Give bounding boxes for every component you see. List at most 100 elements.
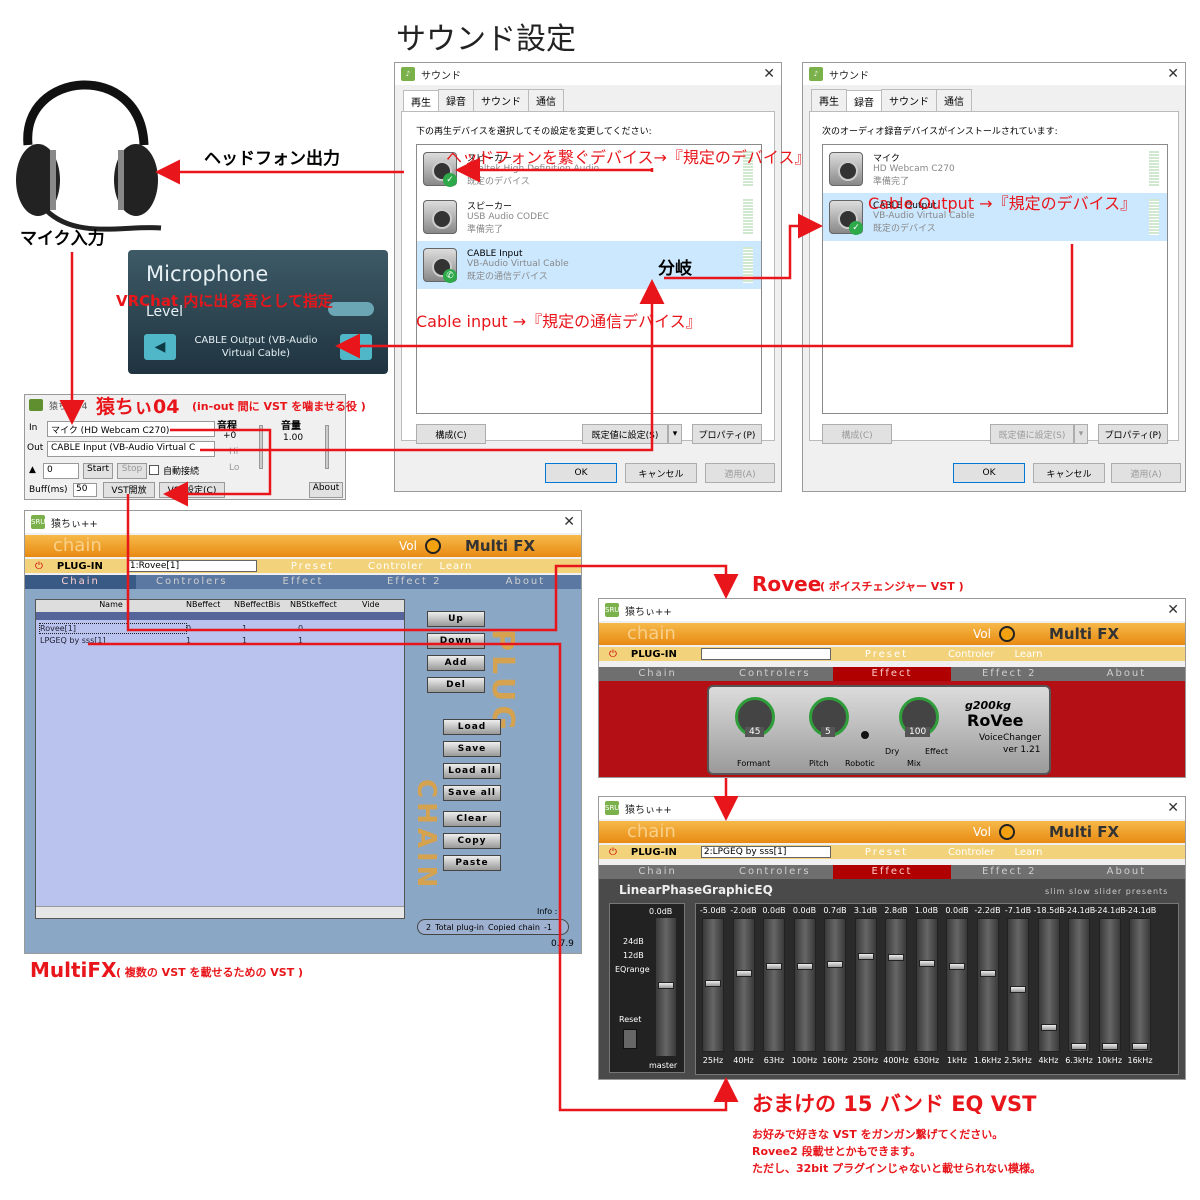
load-button[interactable]: Load [443,719,501,735]
band-knob[interactable] [1071,1043,1087,1050]
clear-button[interactable]: Clear [443,811,501,827]
tab-recording[interactable]: 録音 [438,89,474,111]
cancel-button[interactable]: キャンセル [625,463,697,483]
controler-toggle[interactable]: Controler [948,846,995,858]
vol-knob[interactable] [425,538,441,554]
apply-button[interactable]: 適用(A) [1111,463,1181,483]
hi-radio[interactable]: Hi [229,447,239,457]
tab-communications[interactable]: 通信 [528,89,564,111]
tab-about[interactable]: About [1106,668,1147,679]
table-row[interactable]: LPGEQ by sss[1] 1 1 1 [40,636,304,645]
tab-sounds[interactable]: サウンド [473,89,529,111]
plugin-select[interactable]: 2:LPGEQ by sss[1] [700,846,831,858]
close-icon[interactable]: ✕ [1167,602,1179,618]
load-all-button[interactable]: Load all [443,763,501,779]
plugin-select[interactable] [700,648,831,660]
cancel-button[interactable]: キャンセル [1033,463,1105,483]
set-default-dropdown[interactable]: ▾ [1074,424,1088,444]
table-row[interactable]: Rovee[1] 0 1 0 [39,623,304,634]
tab-chain[interactable]: Chain [638,866,677,877]
lo-radio[interactable]: Lo [229,463,240,473]
band-knob[interactable] [1040,1024,1057,1031]
properties-button[interactable]: プロパティ(P) [692,424,762,444]
learn-toggle[interactable]: Learn [1014,846,1043,858]
tab-about[interactable]: About [505,576,546,587]
band-knob[interactable] [1132,1043,1148,1050]
save-all-button[interactable]: Save all [443,785,501,801]
stop-button[interactable]: Stop [117,463,147,479]
volume-slider[interactable] [325,425,329,469]
tab-recording[interactable]: 録音 [846,90,882,112]
band-knob[interactable] [1010,986,1026,993]
band-slider[interactable] [732,918,755,1052]
tab-effect2[interactable]: Effect 2 [981,668,1037,679]
tab-effect[interactable]: Effect [833,865,951,879]
band-knob[interactable] [979,970,996,977]
close-icon[interactable]: ✕ [563,514,575,530]
configure-button[interactable]: 構成(C) [822,424,892,444]
level-slider[interactable] [328,302,374,316]
ok-button[interactable]: OK [953,463,1025,483]
band-slider[interactable] [1129,918,1151,1052]
tab-effect[interactable]: Effect [282,576,324,587]
band-knob[interactable] [918,960,935,967]
power-icon[interactable]: ⏻ [35,560,43,572]
apply-button[interactable]: 適用(A) [705,463,775,483]
close-icon[interactable]: ✕ [763,66,775,82]
plugin-select[interactable]: 1:Rovee[1] [126,560,257,572]
band-slider[interactable] [854,918,877,1052]
horizontal-scrollbar[interactable] [36,906,404,918]
band-knob[interactable] [857,953,874,960]
band-slider[interactable] [1007,918,1029,1052]
buff-input[interactable]: 50 [73,483,97,497]
band-slider[interactable] [702,918,724,1052]
band-knob[interactable] [827,961,843,968]
tab-playback[interactable]: 再生 [403,90,439,112]
tab-effect[interactable]: Effect [833,667,951,681]
vol-knob[interactable] [999,626,1015,642]
close-icon[interactable]: ✕ [1167,800,1179,816]
del-button[interactable]: Del [427,677,485,693]
robotic-switch[interactable] [861,731,869,739]
vst-open-button[interactable]: VST開放 [103,482,155,498]
pitch-slider[interactable] [259,425,263,469]
tab-controlers[interactable]: Controlers [738,668,811,679]
set-default-button[interactable]: 既定値に設定(S) [582,424,668,444]
band-knob[interactable] [949,963,965,970]
band-slider[interactable] [1037,918,1060,1052]
band-slider[interactable] [763,918,785,1052]
tab-chain[interactable]: Chain [638,668,677,679]
properties-button[interactable]: プロパティ(P) [1098,424,1168,444]
band-knob[interactable] [1101,1043,1118,1050]
controler-toggle[interactable]: Controler [368,560,424,572]
input-device-select[interactable]: マイク (HD Webcam C270) [47,421,215,437]
tab-controlers[interactable]: Controlers [738,866,811,877]
controler-toggle[interactable]: Controler [948,648,995,660]
tab-playback[interactable]: 再生 [811,89,847,111]
ok-button[interactable]: OK [545,463,617,483]
preset-dropdown[interactable]: Preset [864,648,909,660]
master-slider[interactable] [655,917,677,1057]
band-knob[interactable] [735,970,752,977]
band-slider[interactable] [946,918,968,1052]
preset-dropdown[interactable]: Preset [864,846,909,858]
learn-toggle[interactable]: Learn [1014,648,1043,660]
start-button[interactable]: Start [83,463,113,479]
tab-about[interactable]: About [1106,866,1147,877]
band-slider[interactable] [1098,918,1121,1052]
tab-sounds[interactable]: サウンド [881,89,937,111]
band-slider[interactable] [915,918,938,1052]
band-slider[interactable] [885,918,907,1052]
set-default-dropdown[interactable]: ▾ [668,424,682,444]
tab-chain[interactable]: Chain [25,575,137,589]
preset-dropdown[interactable]: Preset [290,560,335,572]
next-device-button[interactable]: ▶ [340,334,372,360]
output-device-select[interactable]: CABLE Input (VB-Audio Virtual C [47,441,215,457]
master-knob[interactable] [658,982,674,989]
band-knob[interactable] [766,963,782,970]
channel-select[interactable]: 0 [43,463,79,479]
power-icon[interactable]: ⏻ [609,846,617,858]
